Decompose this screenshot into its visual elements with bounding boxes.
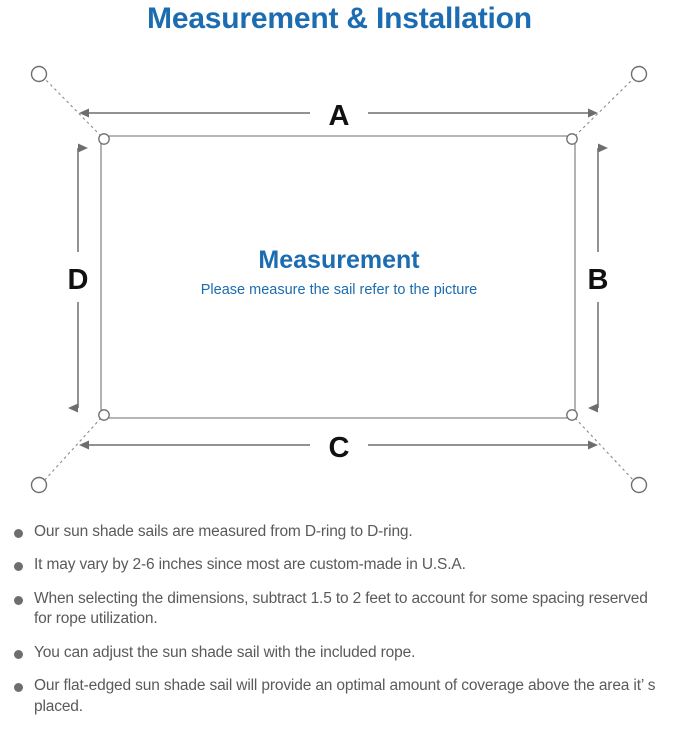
bullet-icon (14, 529, 23, 538)
sail-center-subtitle: Please measure the sail refer to the pic… (201, 282, 477, 298)
rope-line-top-right (574, 75, 637, 137)
list-item-text: Our flat-edged sun shade sail will provi… (34, 677, 656, 715)
dimension-label-d: D (68, 264, 89, 296)
list-item: Our flat-edged sun shade sail will provi… (10, 676, 665, 717)
list-item-text: You can adjust the sun shade sail with t… (34, 643, 416, 661)
anchor-rings (30, 65, 648, 494)
list-item-text: When selecting the dimensions, subtract … (34, 589, 648, 628)
anchor-ring-top-left (30, 65, 48, 83)
anchor-ring-bottom-left (30, 476, 48, 494)
anchor-ring-bottom-right (630, 476, 648, 494)
list-item: You can adjust the sun shade sail with t… (10, 643, 665, 663)
d-ring-top-right (566, 133, 578, 145)
sail-body (100, 135, 576, 419)
page-title: Measurement & Installation (147, 2, 532, 35)
bullet-icon (14, 649, 23, 659)
measurement-diagram: A C D B Measurement Please measure the s… (0, 40, 679, 518)
rope-line-bottom-left (41, 417, 102, 484)
notes-list: Our sun shade sails are measured from D-… (0, 522, 679, 730)
d-ring-top-left (98, 133, 110, 145)
bullet-icon (14, 562, 23, 572)
bullet-icon (14, 595, 23, 605)
dimension-label-b: B (588, 264, 609, 296)
list-item: Our sun shade sails are measured from D-… (10, 522, 665, 542)
dimension-label-a: A (329, 100, 350, 132)
list-item: When selecting the dimensions, subtract … (10, 589, 665, 630)
rope-line-top-left (41, 75, 102, 137)
rope-line-bottom-right (574, 417, 637, 484)
sail-center-title: Measurement (258, 246, 420, 274)
list-item-text: Our sun shade sails are measured from D-… (34, 523, 413, 540)
d-ring-bottom-right (566, 409, 578, 421)
list-item-text: It may vary by 2-6 inches since most are… (34, 556, 466, 574)
bullet-icon (14, 683, 23, 693)
d-ring-bottom-left (98, 409, 110, 421)
list-item: It may vary by 2-6 inches since most are… (10, 555, 665, 575)
dimension-label-c: C (329, 432, 350, 464)
d-rings (98, 133, 578, 421)
anchor-ring-top-right (630, 65, 648, 83)
rope-lines (41, 75, 637, 484)
